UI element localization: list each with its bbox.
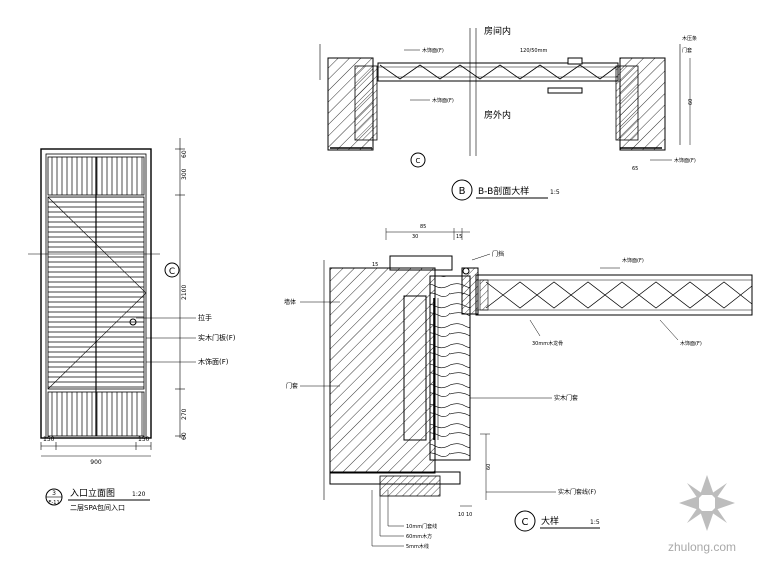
plan-title-number: B: [459, 186, 466, 197]
plan-dim-right: 60: [688, 99, 694, 105]
elevation-dim-5: 60: [181, 432, 188, 440]
watermark-text: zhulong.com: [668, 540, 736, 554]
plan-handle-top-icon: [567, 57, 583, 65]
watermark: zhulong.com: [668, 475, 736, 554]
plan-title-marker-icon: [451, 179, 473, 201]
detail-door-leaf: [475, 274, 753, 316]
elevation-subtitle: 二层SPA包间入口: [70, 503, 125, 512]
detail-label-wall: 墙体: [284, 298, 296, 306]
plan-door-core: [379, 64, 617, 80]
plan-section-c-label: C: [416, 157, 421, 165]
detail-dim-top-left: 15: [372, 262, 378, 268]
plan-callout-top: 木饰面(F): [422, 47, 444, 54]
plan-label-outside: 房外内: [484, 109, 511, 121]
watermark-logo-icon: [679, 475, 735, 531]
section-marker-c-icon: [164, 262, 180, 278]
plan-callout-bottom: 木饰面(F): [432, 97, 454, 104]
detail-title: 大样: [541, 515, 559, 527]
detail-title-marker-icon: [514, 510, 536, 532]
plan-callout-right-bottom: 木饰面(F): [674, 157, 696, 164]
section-marker-c-label: C: [169, 267, 175, 277]
detail-callout-bl-3: 5mm木线: [406, 543, 429, 550]
detail-callout-mid: 实木门套: [554, 394, 578, 402]
detail-callout-top-right: 木饰面(F): [622, 257, 644, 264]
detail-top-trim: [389, 255, 453, 271]
plan-title: B-B剖面大样: [478, 185, 529, 197]
width-dim-right: 150: [138, 436, 150, 443]
detail-dim-bottom-2: 10: [466, 512, 472, 518]
width-dim-left: 150: [43, 436, 55, 443]
width-dim-total: 900: [90, 459, 102, 466]
plan-dim-right-small: 65: [632, 166, 638, 172]
elevation-title-scale: 1:20: [132, 491, 146, 498]
detail-callout-bl-2: 60mm木方: [406, 533, 432, 540]
detail-title-scale: 1:5: [590, 519, 600, 526]
detail-wall: [329, 267, 436, 474]
detail-bottom-trim: [379, 475, 441, 497]
detail-callout-right: 木饰面(F): [680, 340, 702, 347]
detail-title-number: C: [522, 517, 529, 528]
plan-handle-bottom-icon: [547, 87, 583, 94]
elevation-title: 入口立面图: [70, 487, 115, 499]
elevation-dim-4: 270: [181, 408, 188, 420]
plan-section-c-marker-icon: [410, 152, 426, 168]
callout-handle: 拉手: [198, 313, 212, 322]
door-handle-icon: [129, 318, 137, 326]
detail-dim-vertical: 60: [486, 464, 492, 470]
elevation-title-sheet: E-11: [48, 500, 59, 506]
callout-panel: 实木门板(F): [198, 333, 236, 342]
callout-veneer: 木饰面(F): [198, 357, 229, 366]
door-leaf-outline: [45, 153, 147, 439]
elevation-dim-2: 300: [181, 168, 188, 180]
elevation-dim-1: 60: [181, 150, 188, 158]
detail-callout-keel: 30mm木龙骨: [532, 340, 563, 347]
door-swing-indicator: [47, 196, 147, 390]
detail-dim-top-3: 15: [456, 234, 462, 240]
door-elevation: C 60 300 2100 270 60 拉手 实木门板(F) 木饰面(F) 1…: [28, 138, 236, 512]
plan-label-right-2: 门套: [682, 47, 692, 54]
detail-callout-bl-1: 10mm门套线: [406, 523, 437, 530]
detail-dim-bottom-1: 10: [458, 512, 464, 518]
detail-section-c: 85 30 15 15 门挡 木饰面(F) 墙体 门套 30mm木龙骨 木饰面(…: [284, 224, 753, 550]
detail-label-frame: 门套: [286, 382, 298, 390]
plan-label-inside: 房间内: [484, 25, 511, 37]
elevation-title-number: 3: [52, 490, 56, 497]
detail-dim-top-2: 30: [412, 234, 418, 240]
plan-door-leaf: [377, 62, 619, 82]
detail-dim-top-1: 85: [420, 224, 426, 230]
detail-door-core: [485, 281, 753, 309]
detail-callout-bottom: 实木门套线(F): [558, 488, 596, 496]
plan-dim-center: 120/50mm: [520, 48, 547, 54]
detail-callout-top: 门挡: [492, 250, 504, 258]
plan-section-b: 房间内 房外内 120/50mm 木饰面(F) 木饰面(F) 木压条 门套 60…: [319, 25, 697, 201]
plan-label-right-1: 木压条: [682, 35, 697, 42]
elevation-dim-3: 2100: [181, 285, 188, 300]
plan-title-scale: 1:5: [550, 189, 560, 196]
